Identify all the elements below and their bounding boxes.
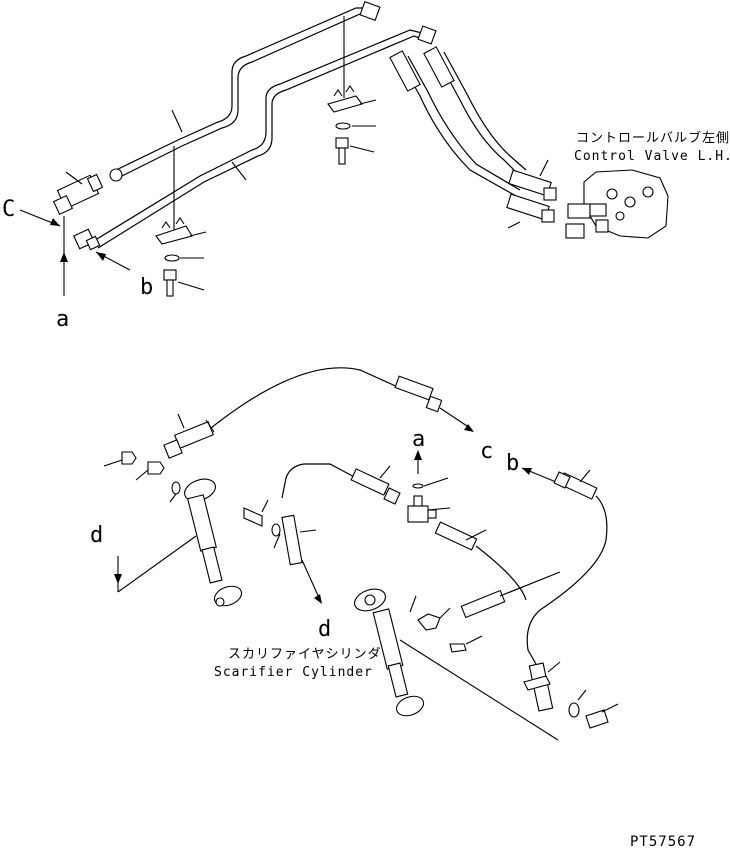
connection-label-b-top: b (140, 275, 153, 300)
lower-assembly: c b a (90, 367, 619, 741)
connection-label-c-bottom: c (480, 439, 493, 464)
hose-pair-to-valve (389, 46, 557, 229)
drawing-code: PT57567 (630, 834, 696, 850)
control-valve-label-en: Control Valve L.H. (574, 149, 730, 164)
elbow-fitting-bottom (73, 228, 101, 251)
connection-label-d-left: d (90, 523, 103, 548)
steel-tube-1 (111, 7, 372, 173)
control-valve-body (565, 169, 669, 239)
clamp-assembly-upper (327, 85, 377, 165)
hose-long-arc (205, 367, 401, 433)
upper-assembly: コントロールバルブ左側 Control Valve L.H. C b a (2, 0, 730, 332)
elbow-fitting-top (52, 173, 104, 216)
connection-label-b-bottom: b (506, 451, 519, 476)
scarifier-cylinder-left (184, 478, 243, 607)
connection-label-d-bottom: d (318, 617, 331, 642)
clamp-assembly-lower (155, 217, 207, 297)
connection-label-a-top: a (56, 307, 69, 332)
connection-label-a-bottom: a (412, 427, 425, 452)
connection-label-c-top: C (2, 197, 15, 222)
steel-tube-2 (91, 29, 427, 243)
tee-fitting: a (407, 427, 451, 523)
scarifier-cylinder-label-jp: スカリファイヤシリンダ (228, 647, 382, 662)
scarifier-cylinder-label-en: Scarifier Cylinder (214, 665, 373, 680)
control-valve-label-jp: コントロールバルブ左側 (576, 130, 730, 146)
clamp-assembly-bottom (523, 661, 619, 729)
scarifier-cylinder-right (354, 588, 425, 717)
